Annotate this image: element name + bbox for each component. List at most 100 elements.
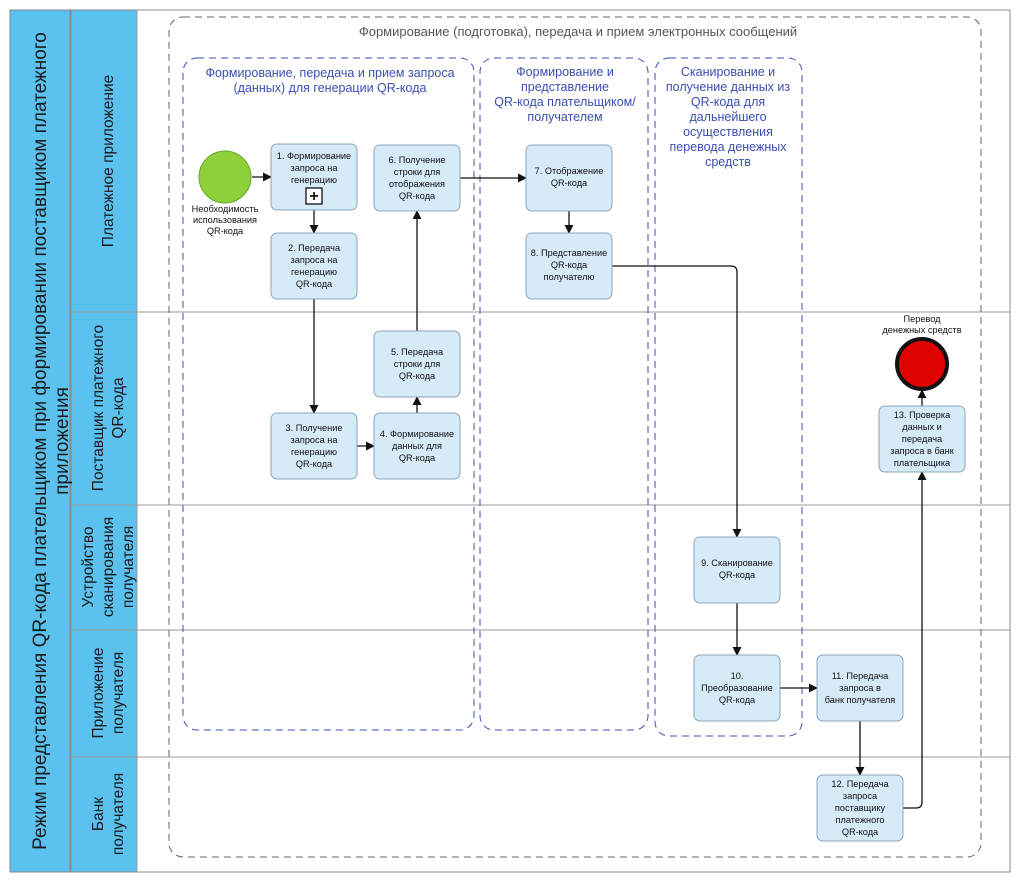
task-9[interactable]: 9. Сканирование QR-кода — [693, 536, 781, 604]
task-label: запроса в — [839, 683, 881, 693]
lane-title-line: Приложение — [90, 648, 107, 739]
flow-t8-t9 — [612, 265, 742, 538]
task-label: данных и — [902, 422, 942, 432]
task-box[interactable] — [878, 405, 966, 473]
lane-header-column — [70, 9, 138, 873]
task-box[interactable] — [816, 654, 904, 722]
end-event-label: Перевод — [904, 314, 942, 324]
task-box[interactable] — [525, 232, 613, 300]
task-7[interactable]: 7. Отображение QR-кода — [525, 144, 613, 212]
group-title-line: средств — [705, 155, 751, 169]
group-title-line: осуществления — [683, 125, 773, 139]
group-title-line: перевода денежных — [670, 140, 788, 154]
task-box[interactable] — [373, 330, 461, 398]
task-box[interactable] — [693, 654, 781, 722]
task-label: плательщика — [894, 458, 951, 468]
task-box[interactable] — [525, 144, 613, 212]
task-label: 9. Сканирование — [701, 558, 773, 568]
sequence-flows — [252, 172, 927, 809]
task-label: платежного — [836, 815, 885, 825]
group-presentation — [479, 57, 649, 731]
task-label: 5. Передача — [391, 347, 444, 357]
task-label: 1. Формирование — [277, 151, 351, 161]
group-request — [182, 57, 475, 731]
task-box[interactable] — [270, 232, 358, 300]
group-title-line: представление — [521, 80, 609, 94]
pool-frame — [9, 9, 1011, 873]
flow-t12-t13 — [903, 471, 927, 809]
task-label: 3. Получение — [286, 423, 343, 433]
group-title-line: Формирование, передача и прием запроса — [205, 66, 454, 80]
task-label: QR-кода — [719, 695, 756, 705]
start-event[interactable] — [198, 150, 252, 204]
task-label: QR-кода — [399, 191, 436, 201]
task-label: QR-кода — [551, 178, 588, 188]
task-5[interactable]: 5. Передача строки для QR-кода — [373, 330, 461, 398]
task-label: 7. Отображение — [535, 166, 604, 176]
task-box[interactable] — [373, 412, 461, 480]
outer-group — [168, 16, 982, 858]
task-label: 8. Представление — [531, 248, 607, 258]
group-title-line: (данных) для генерации QR-кода — [234, 81, 427, 95]
task-label: QR-кода — [399, 371, 436, 381]
task-label: QR-кода — [719, 570, 756, 580]
group-title-line: Сканирование и — [681, 65, 775, 79]
task-box[interactable] — [270, 143, 358, 211]
lane-title-line: QR-кода — [110, 377, 127, 439]
start-event-label: QR-кода — [207, 226, 244, 236]
task-label: 13. Проверка — [894, 410, 951, 420]
lane-title-payment-app: Платежное приложение — [100, 75, 117, 247]
lane-title-recipient-bank: Банк получателя — [90, 773, 127, 855]
task-8[interactable]: 8. Представление QR-кода получателю — [525, 232, 613, 300]
task-label: QR-кода — [551, 260, 588, 270]
task-1[interactable]: 1. Формирование запроса на генерацию + — [270, 143, 358, 211]
task-6[interactable]: 6. Получение строки для отображения QR-к… — [373, 144, 461, 212]
task-10[interactable]: 10. Преобразование QR-кода — [693, 654, 781, 722]
task-label: строки для — [394, 167, 440, 177]
task-11[interactable]: 11. Передача запроса в банк получателя — [816, 654, 904, 722]
lane-title-line: получателя — [110, 652, 127, 734]
task-label: генерацию — [291, 175, 337, 185]
group-title-line: получение данных из — [666, 80, 791, 94]
task-label: QR-кода — [296, 459, 333, 469]
end-event[interactable] — [895, 337, 949, 391]
pool-title-line: Режим представления QR-кода плательщиком… — [30, 32, 51, 850]
outer-group-title: Формирование (подготовка), передача и пр… — [359, 24, 797, 39]
task-label: QR-кода — [399, 453, 436, 463]
task-label: 10. — [731, 671, 744, 681]
task-box[interactable] — [693, 536, 781, 604]
task-box[interactable] — [816, 774, 904, 842]
lane-title-line: получателя — [120, 526, 137, 608]
task-label: поставщику — [835, 803, 886, 813]
group-title-line: Формирование и — [516, 65, 614, 79]
group-title-line: QR-кода для — [691, 95, 765, 109]
start-event-label: Необходимость — [192, 204, 259, 214]
lane-title-line: Платежное приложение — [100, 75, 117, 247]
task-box[interactable] — [373, 144, 461, 212]
task-4[interactable]: 4. Формирование данных для QR-кода — [373, 412, 461, 480]
task-label: 6. Получение — [389, 155, 446, 165]
task-label: 11. Передача — [832, 671, 889, 681]
end-event-label: денежных средств — [882, 325, 961, 335]
task-label: строки для — [394, 359, 440, 369]
task-label: QR-кода — [296, 279, 333, 289]
task-12[interactable]: 12. Передача запроса поставщику платежно… — [816, 774, 904, 842]
task-3[interactable]: 3. Получение запроса на генерацию QR-код… — [270, 412, 358, 480]
start-event-label: использования — [193, 215, 257, 225]
task-label: запроса на — [291, 435, 339, 445]
subprocess-marker-icon — [305, 187, 323, 205]
task-13[interactable]: 13. Проверка данных и передача запроса в… — [878, 405, 966, 473]
task-label: генерацию — [291, 267, 337, 277]
task-label: 4. Формирование — [380, 429, 454, 439]
lane-title-line: получателя — [110, 773, 127, 855]
lane-title-qr-provider: Поставщик платежного QR-кода — [90, 325, 127, 491]
task-label: запроса в банк — [890, 446, 954, 456]
lane-title-line: сканирования — [100, 517, 117, 617]
task-label: данных для — [392, 441, 442, 451]
task-label: генерацию — [291, 447, 337, 457]
lane-title-line: Банк — [90, 797, 107, 831]
task-box[interactable] — [270, 412, 358, 480]
subprocess-plus: + — [309, 188, 318, 205]
task-2[interactable]: 2. Передача запроса на генерацию QR-кода — [270, 232, 358, 300]
